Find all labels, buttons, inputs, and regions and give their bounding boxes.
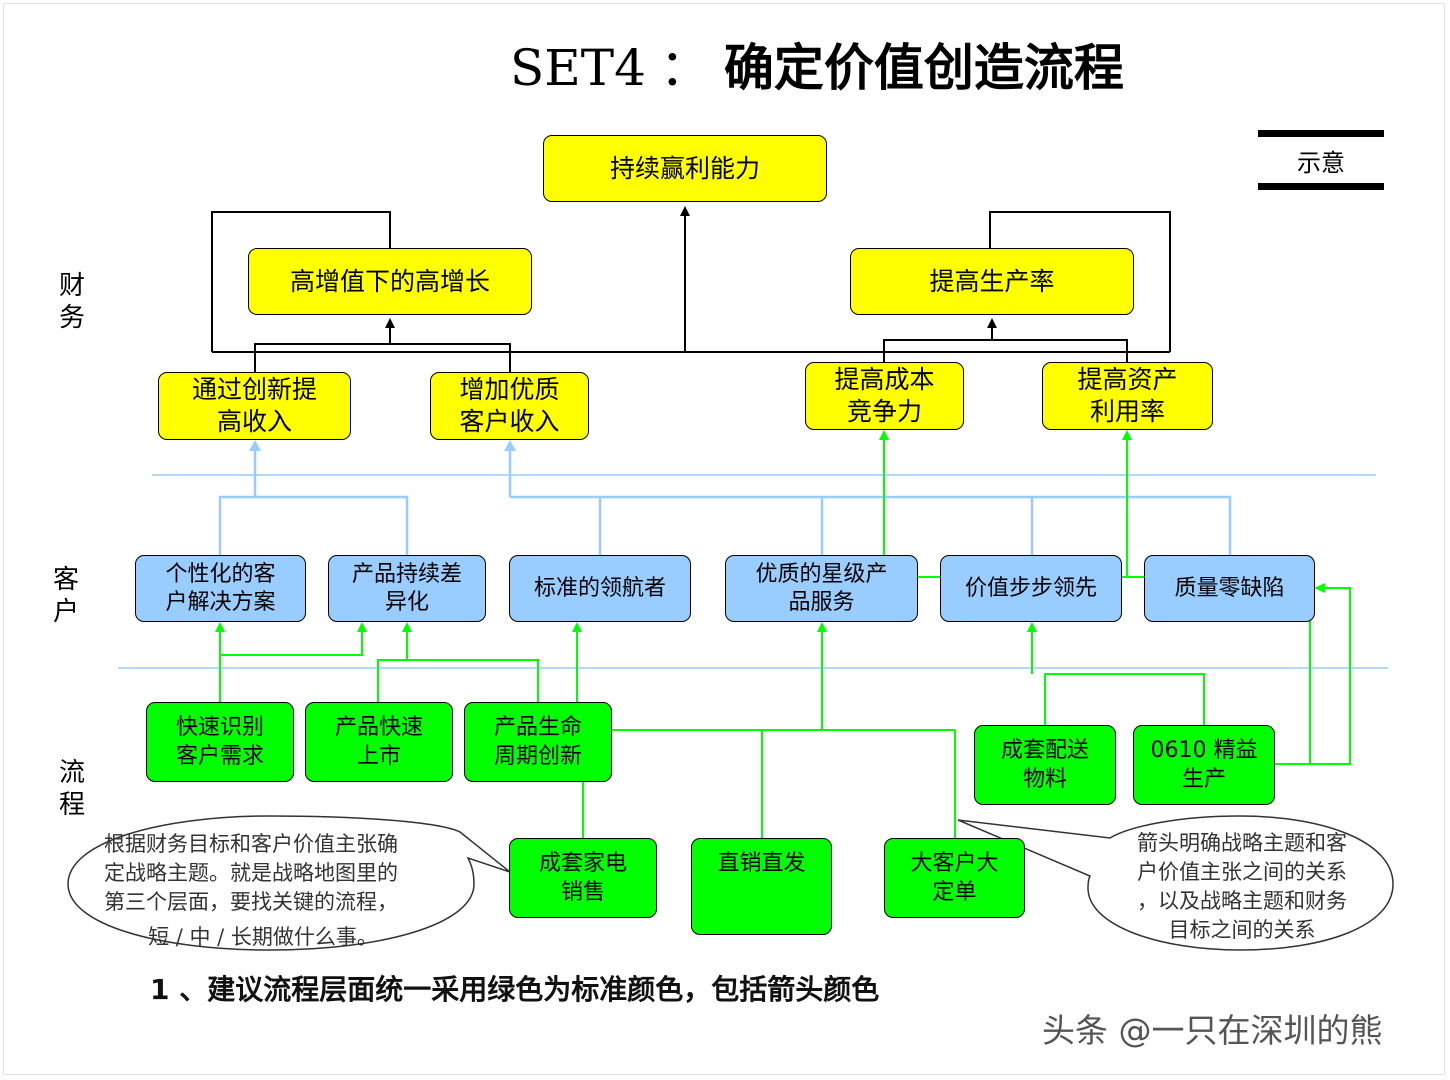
node-lean-production: 0610 精益 生产 — [1133, 725, 1275, 805]
node-star-service: 优质的星级产 品服务 — [725, 555, 918, 622]
node-high-growth: 高增值下的高增长 — [248, 248, 532, 315]
title-prefix: SET4 — [510, 39, 646, 97]
page-title: SET4：确定价值创造流程 — [510, 36, 1124, 100]
right-callout-text: 箭头明确战略主题和客 户价值主张之间的关系 ，以及战略主题和财务 目标之间的关系 — [1137, 831, 1347, 942]
finance-connectors — [211, 206, 1171, 372]
node-standard-leader: 标准的领航者 — [509, 555, 691, 622]
legend-indicator: 示意 — [1258, 130, 1384, 190]
node-asset-utilization: 提高资产 利用率 — [1042, 362, 1213, 430]
right-callout-bubble — [957, 815, 1394, 951]
node-cost-competitiveness: 提高成本 竞争力 — [805, 362, 964, 430]
left-callout-last-line: 短 / 中 / 长期做什么事。 — [148, 925, 378, 949]
footnote: 1 、建议流程层面统一采用绿色为标准颜色，包括箭头颜色 — [150, 973, 880, 1006]
title-separator: ： — [659, 39, 710, 97]
node-direct-sales: 直销直发 — [691, 838, 832, 935]
watermark: 头条 @一只在深圳的熊 — [1042, 1011, 1383, 1050]
node-fast-to-market: 产品快速 上市 — [305, 702, 453, 782]
node-kit-materials: 成套配送 物料 — [974, 725, 1116, 805]
node-productivity: 提高生产率 — [850, 248, 1134, 315]
layer-label-finance: 财 务 — [58, 271, 85, 333]
node-big-customer-orders: 大客户大 定单 — [884, 838, 1025, 918]
node-innovation-revenue: 通过创新提 高收入 — [158, 372, 351, 440]
node-appliance-sales: 成套家电 销售 — [509, 838, 657, 918]
node-zero-defect: 质量零缺陷 — [1144, 555, 1315, 622]
title-main: 确定价值创造流程 — [723, 39, 1124, 97]
node-sustained-profitability: 持续赢利能力 — [543, 135, 827, 202]
node-quality-customer-revenue: 增加优质 客户收入 — [430, 372, 589, 440]
legend-label: 示意 — [1297, 148, 1345, 177]
node-quick-identify-needs: 快速识别 客户需求 — [146, 702, 294, 782]
node-value-lead: 价值步步领先 — [940, 555, 1122, 622]
node-product-differentiation: 产品持续差 异化 — [328, 555, 486, 622]
slide-frame — [3, 3, 1445, 1075]
node-personalized-solution: 个性化的客 户解决方案 — [135, 555, 306, 622]
layer-label-process: 流 程 — [58, 758, 85, 820]
layer-label-customer: 客 户 — [52, 565, 79, 627]
left-callout-bubble — [67, 815, 511, 951]
customer-connectors — [218, 440, 1232, 555]
node-lifecycle-innovation: 产品生命 周期创新 — [464, 702, 612, 782]
left-callout-text: 根据财务目标和客户价值主张确 定战略主题。就是战略地图里的 第三个层面，要找关键… — [104, 832, 398, 914]
